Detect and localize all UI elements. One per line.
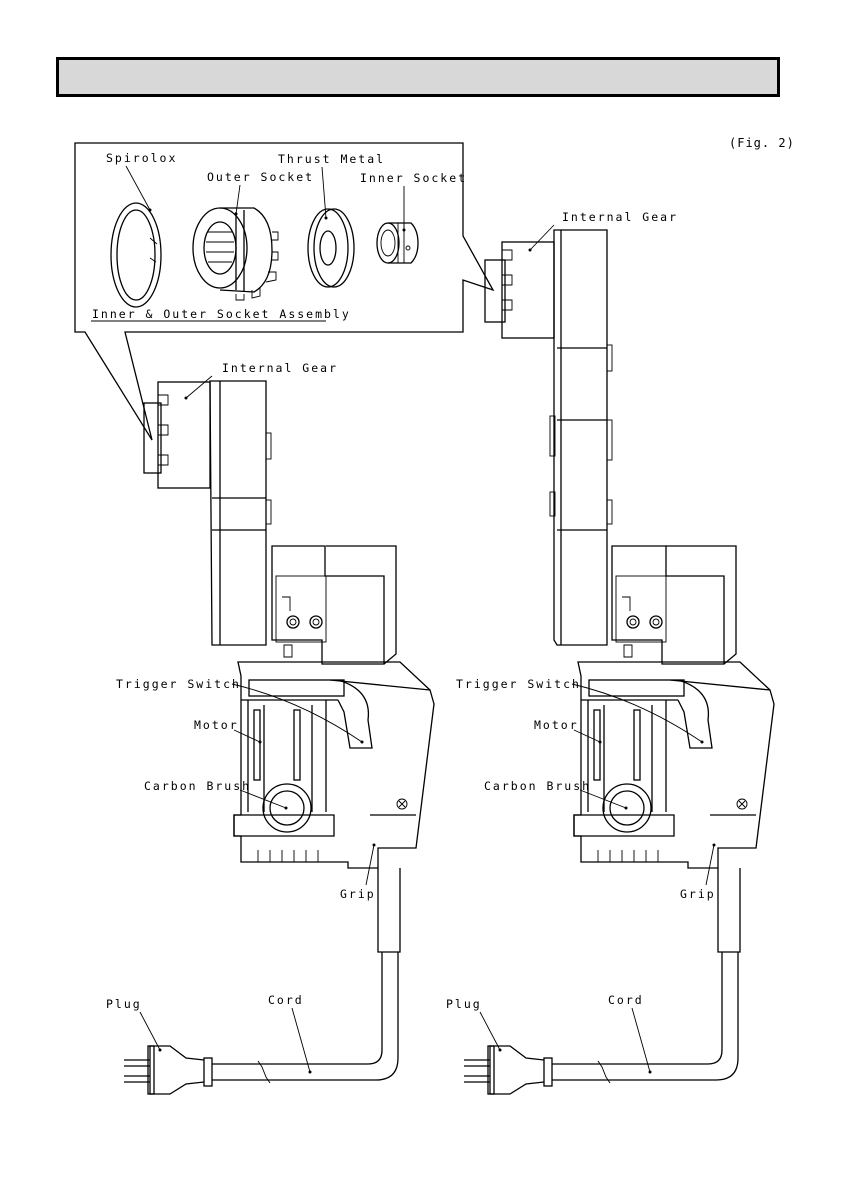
- socket-assembly-inset: Spirolox Outer Socket Thrust Metal Inner…: [75, 143, 493, 440]
- right-label-grip: Grip: [680, 887, 716, 901]
- label-socket-assembly: Inner & Outer Socket Assembly: [92, 307, 351, 321]
- left-label-cord: Cord: [268, 993, 304, 1007]
- label-thrust-metal: Thrust Metal: [278, 152, 385, 166]
- right-label-motor: Motor: [534, 718, 579, 732]
- left-label-trigger-switch: Trigger Switch: [116, 677, 241, 691]
- left-label-motor: Motor: [194, 718, 239, 732]
- label-outer-socket: Outer Socket: [207, 170, 314, 184]
- right-label-plug: Plug: [446, 997, 482, 1011]
- right-label-carbon-brush: Carbon Brush: [484, 779, 591, 793]
- right-label-internal-gear: Internal Gear: [562, 210, 678, 224]
- label-spirolox: Spirolox: [106, 151, 177, 165]
- right-label-cord: Cord: [608, 993, 644, 1007]
- left-tool-drawing: [124, 381, 434, 1094]
- outer-socket-part: [193, 208, 278, 300]
- label-inner-socket: Inner Socket: [360, 171, 467, 185]
- left-label-plug: Plug: [106, 997, 142, 1011]
- left-label-internal-gear: Internal Gear: [222, 361, 338, 375]
- left-label-carbon-brush: Carbon Brush: [144, 779, 251, 793]
- right-tool-drawing: [464, 230, 774, 1094]
- left-label-grip: Grip: [340, 887, 376, 901]
- thrust-metal-part: [308, 209, 354, 287]
- spirolox-part: [111, 203, 161, 307]
- right-label-trigger-switch: Trigger Switch: [456, 677, 581, 691]
- inner-socket-part: [377, 223, 418, 263]
